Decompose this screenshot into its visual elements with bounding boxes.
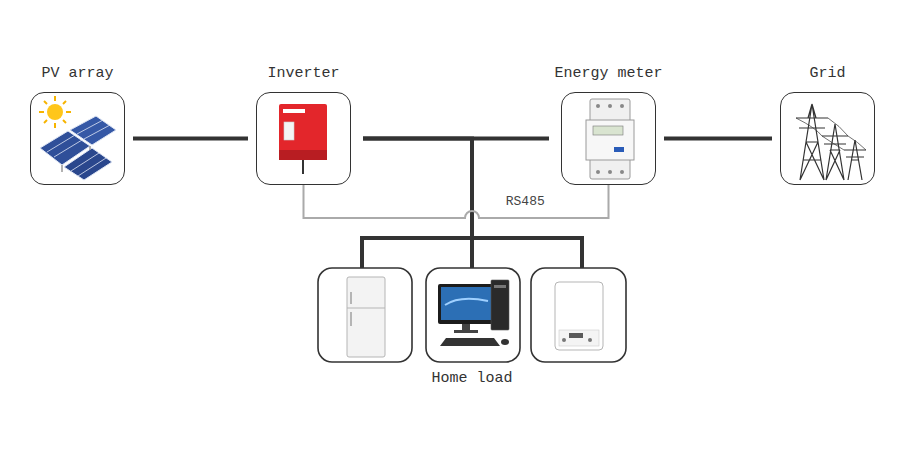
fridge-icon-part <box>350 292 352 304</box>
boiler-icon <box>555 282 603 350</box>
solar-panel-icon-part-part <box>71 153 99 171</box>
inverter-box: Inverter <box>256 92 351 185</box>
energy-meter-icon-part-part <box>608 104 612 108</box>
solar-panel-icon-part-part <box>47 135 75 152</box>
boiler-icon-part <box>569 333 583 338</box>
energy-meter-icon-part-part <box>608 170 612 174</box>
solar-panel-icon-part-part <box>63 120 66 123</box>
node-label: Energy meter <box>554 65 662 83</box>
solar-panel-icon-part <box>64 148 112 180</box>
boiler-icon-part <box>562 338 566 342</box>
pylon-icon <box>796 104 866 180</box>
fridge-icon-part <box>347 308 385 309</box>
energy-meter-icon-part <box>614 147 624 152</box>
computer-icon-part <box>454 330 478 333</box>
fridge-icon <box>347 277 385 357</box>
inverter-icon <box>279 104 327 174</box>
solar-panel-icon-part-part <box>63 101 66 104</box>
home-load-box-part <box>318 268 412 362</box>
power-line <box>664 137 772 141</box>
home-load-box-part <box>426 268 520 362</box>
pylon-icon-part <box>822 124 848 180</box>
solar-panel-icon-part <box>62 146 90 172</box>
pv-array-box: PV array <box>30 92 125 185</box>
solar-panel-icon-part-part <box>44 101 47 104</box>
home-load-group: Home load <box>318 268 626 392</box>
solar-panel-icon-part-part <box>61 165 63 172</box>
solar-panel-icon-part-part <box>77 120 103 134</box>
computer-icon-part <box>440 338 500 346</box>
computer-icon-part <box>438 284 494 324</box>
solar-panel-icon-part <box>47 104 63 120</box>
signal-line <box>304 185 609 218</box>
solar-panel-icon-part <box>70 116 116 145</box>
computer-icon-part <box>462 324 470 330</box>
solar-panel-icon-part-part <box>39 111 44 113</box>
energy-meter-icon-part-part <box>620 170 624 174</box>
inverter-icon-part <box>284 122 294 140</box>
energy-meter-icon-part <box>593 126 623 135</box>
fridge-icon-part <box>350 312 352 326</box>
computer-icon-part <box>445 299 488 305</box>
node-label: Grid <box>809 65 845 83</box>
signal-label: RS485 <box>503 194 548 210</box>
solar-panel-icon-part <box>39 96 71 128</box>
solar-panel-icon-part <box>47 120 110 176</box>
solar-panel-icon-part-part <box>66 111 71 113</box>
solar-panel-icon-part-part <box>54 123 56 128</box>
energy-meter-icon-part-part <box>596 104 600 108</box>
pylon-icon-part <box>796 118 866 150</box>
solar-panel-icon-part-part <box>78 158 106 176</box>
home-load-box <box>318 268 626 362</box>
boiler-icon-part <box>555 282 603 350</box>
boiler-icon-part <box>559 330 599 346</box>
inverter-icon-part <box>279 150 327 160</box>
solar-panel-icon-part-part <box>89 146 91 150</box>
boiler-icon-part <box>588 338 592 342</box>
energy-meter-box: Energy meter <box>561 92 656 185</box>
power-bus-part <box>360 236 364 268</box>
energy-meter-icon-part-part <box>620 104 624 108</box>
computer-icon-part <box>501 339 509 345</box>
power-line <box>133 137 248 141</box>
inverter-icon-part <box>302 160 304 174</box>
inverter-icon-part <box>283 109 305 113</box>
computer-icon-part <box>441 287 491 320</box>
energy-meter-icon-part <box>596 104 624 174</box>
computer-icon <box>438 280 509 346</box>
energy-meter-icon-part-part <box>596 170 600 174</box>
power-bus-part <box>580 236 584 268</box>
power-line <box>363 139 472 269</box>
inverter-icon-part <box>279 104 327 160</box>
node-label: Inverter <box>267 65 339 83</box>
grid-box: Grid <box>780 92 875 185</box>
computer-icon-part <box>491 280 509 330</box>
solar-panel-icon-part-part <box>54 140 82 157</box>
fridge-icon-part <box>347 277 385 357</box>
pylon-icon-part <box>844 140 866 180</box>
node-label: Home load <box>431 370 512 388</box>
solar-panel-icon <box>39 96 116 180</box>
pylon-icon-part <box>796 104 828 180</box>
node-label: PV array <box>41 65 113 83</box>
solar-panel-icon-part-part <box>44 120 47 123</box>
solar-panel-icon-part-part <box>54 96 56 101</box>
computer-icon-part <box>494 285 506 288</box>
energy-meter-icon-part <box>586 120 634 160</box>
energy-meter-icon <box>586 99 634 179</box>
home-load-box-part <box>531 268 626 362</box>
solar-panel-icon-part-part <box>84 125 110 139</box>
